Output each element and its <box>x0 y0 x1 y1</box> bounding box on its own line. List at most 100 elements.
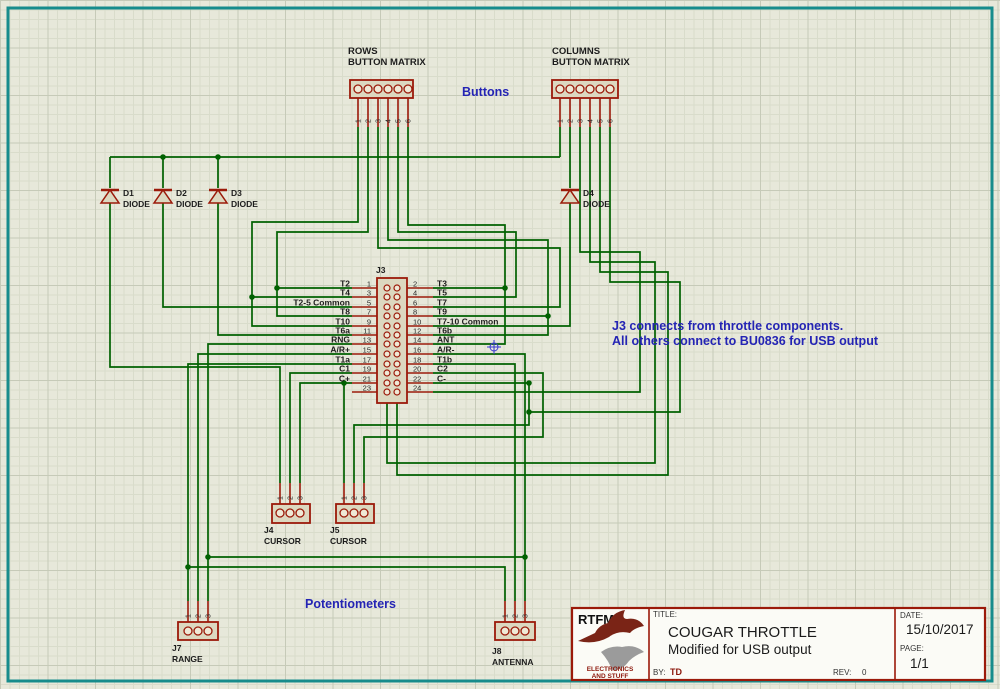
j3-pin-number: 12 <box>413 327 421 336</box>
rev-label: REV: <box>833 668 851 677</box>
pterodactyl-icon <box>578 610 644 643</box>
j3-pin-label: T2-5 Common <box>293 298 350 308</box>
j3-pin-label: T8 <box>340 307 350 317</box>
rows-header-line1: ROWS <box>348 46 378 57</box>
columns-header-line1: COLUMNS <box>552 46 600 57</box>
j3-pin-number: 21 <box>363 375 371 384</box>
j3-hole <box>383 322 391 330</box>
rows-pin-number: 5 <box>396 119 403 123</box>
potentiometers-annotation: Potentiometers <box>305 597 396 611</box>
j3-ref: J3 <box>376 265 386 275</box>
rows-pin-number: 6 <box>406 119 413 123</box>
wire-rows-staircase[interactable] <box>251 127 561 345</box>
j3-pin-label: T7-10 Common <box>437 317 498 327</box>
j5-pin-number: 1 <box>342 496 349 500</box>
logo-sub2: AND STUFF <box>592 673 629 680</box>
j3-hole <box>383 312 391 320</box>
rows-hole <box>393 84 403 94</box>
j3-pin-number: 22 <box>413 375 421 384</box>
j3-pin-label: T6a <box>335 326 350 336</box>
columns-header-line2: BUTTON MATRIX <box>552 57 630 68</box>
j8-value: ANTENNA <box>492 657 534 667</box>
date-label: DATE: <box>900 611 923 620</box>
wire-net[interactable] <box>109 127 681 601</box>
j3-connector[interactable] <box>376 277 408 404</box>
j3-pin-number: 7 <box>367 308 371 317</box>
j3-hole <box>383 331 391 339</box>
j5-hole <box>349 508 359 518</box>
j3-pin-number: 2 <box>413 280 417 289</box>
j4-hole <box>285 508 295 518</box>
junction-dots <box>160 154 551 570</box>
j3-pin-number: 20 <box>413 365 421 374</box>
columns-hole <box>555 84 565 94</box>
j5-pin-number: 3 <box>362 496 369 500</box>
date-value: 15/10/2017 <box>906 622 974 637</box>
by-value: TD <box>670 667 682 677</box>
j3-pin-number: 13 <box>363 336 371 345</box>
j3-pin-number: 15 <box>363 346 371 355</box>
d2-ref: D2 <box>176 188 187 198</box>
j3-hole <box>393 340 401 348</box>
rows-pin-number: 1 <box>356 119 363 123</box>
d3-value: DIODE <box>231 199 258 209</box>
j4-value: CURSOR <box>264 536 301 546</box>
buttons-annotation: Buttons <box>462 85 509 99</box>
columns-connector[interactable] <box>551 79 619 99</box>
wire-diode-nets[interactable] <box>109 127 571 483</box>
j3-pin-label: ANT <box>437 335 455 345</box>
j3-hole <box>383 303 391 311</box>
wire-left-lower[interactable] <box>187 343 352 601</box>
j3-pin-label: T1b <box>437 355 452 365</box>
j3-hole <box>383 340 391 348</box>
d4-ref: D4 <box>583 188 594 198</box>
columns-hole <box>575 84 585 94</box>
j3-hole <box>383 350 391 358</box>
by-label: BY: <box>653 668 665 677</box>
j3-hole <box>393 360 401 368</box>
diode-d2[interactable] <box>152 188 174 204</box>
j3-pin-label: A/R+ <box>330 345 350 355</box>
j3-pin-number: 8 <box>413 308 417 317</box>
j3-pin-label: T5 <box>437 288 447 298</box>
j3-hole <box>393 303 401 311</box>
wire-bottom-buses[interactable] <box>188 556 525 601</box>
j3-hole <box>383 284 391 292</box>
j7-pin-number: 3 <box>206 614 213 618</box>
j4-pin-number: 3 <box>298 496 305 500</box>
j3-pin-label: T6b <box>437 326 452 336</box>
j3-pin-number: 1 <box>367 280 371 289</box>
rows-pin-number: 2 <box>366 119 373 123</box>
j3-pin-number: 4 <box>413 289 417 298</box>
j3-pin-label: T3 <box>437 279 447 289</box>
wire-columns-staircase[interactable] <box>386 127 681 476</box>
columns-pin-number: 1 <box>558 119 565 123</box>
schematic-title: COUGAR THROTTLE <box>668 624 817 641</box>
j3-pin-label: T4 <box>340 288 350 298</box>
wire-top-bus[interactable] <box>109 127 561 188</box>
logo-sub1: ELECTRONICS <box>587 666 634 673</box>
j4-hole <box>275 508 285 518</box>
j3-pin-label: C+ <box>339 374 350 384</box>
j3-pin-label: RNG <box>331 335 350 345</box>
pterodactyl-shadow <box>601 646 644 671</box>
connector-holes <box>183 84 615 636</box>
rows-hole <box>403 84 413 94</box>
rev-value: 0 <box>862 668 867 677</box>
j4-ref: J4 <box>264 525 274 535</box>
j3-pin-label: T7 <box>437 298 447 308</box>
j3-hole <box>393 369 401 377</box>
diode-d1[interactable] <box>99 188 121 204</box>
d2-value: DIODE <box>176 199 203 209</box>
rtfm-logo: RTFM ELECTRONICS AND STUFF <box>578 610 644 680</box>
diode-d4[interactable] <box>559 188 581 204</box>
j3-pin-number: 23 <box>363 384 371 393</box>
j3-pin-label: T10 <box>335 317 350 327</box>
wire-right-lower[interactable] <box>353 353 544 601</box>
j3-hole <box>383 360 391 368</box>
diode-d3[interactable] <box>207 188 229 204</box>
columns-pin-number: 6 <box>608 119 615 123</box>
j7-pin-number: 1 <box>186 614 193 618</box>
diodes <box>99 188 581 204</box>
j7-hole <box>193 626 203 636</box>
